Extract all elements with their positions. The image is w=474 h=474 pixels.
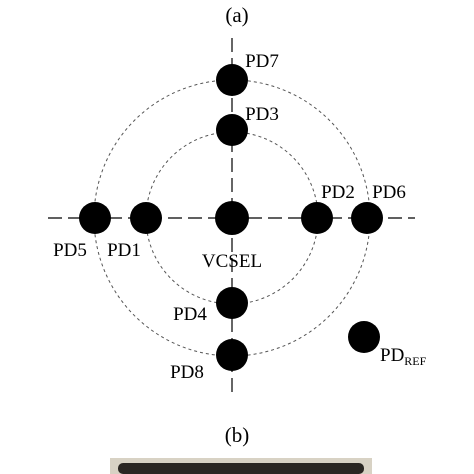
panel-a-label: (a) xyxy=(225,3,248,27)
pd2-label: PD2 xyxy=(321,182,355,203)
pd1-dot xyxy=(130,202,162,234)
pd1-label: PD1 xyxy=(107,240,141,261)
pd7-dot xyxy=(216,64,248,96)
pd6-label: PD6 xyxy=(372,182,406,203)
pdref-label-subscript: REF xyxy=(404,354,426,368)
panel-b-label: (b) xyxy=(225,423,250,447)
pd6-dot xyxy=(351,202,383,234)
pd3-dot xyxy=(216,114,248,146)
pd2-dot xyxy=(301,202,333,234)
photo-b xyxy=(110,458,372,474)
pd8-label: PD8 xyxy=(170,362,204,383)
pd5-label: PD5 xyxy=(53,240,87,261)
pd8-dot xyxy=(216,339,248,371)
pdref-dot xyxy=(348,321,380,353)
photo-b-board xyxy=(118,463,364,474)
pd3-label: PD3 xyxy=(245,104,279,125)
pd4-dot xyxy=(216,287,248,319)
pd4-label: PD4 xyxy=(173,304,207,325)
pdref-label-main: PD xyxy=(380,345,404,366)
pd7-label: PD7 xyxy=(245,51,279,72)
vcsel-label: VCSEL xyxy=(202,251,262,272)
vcsel-dot xyxy=(215,201,249,235)
pdref-label: PDREF xyxy=(380,345,427,368)
pd5-dot xyxy=(79,202,111,234)
